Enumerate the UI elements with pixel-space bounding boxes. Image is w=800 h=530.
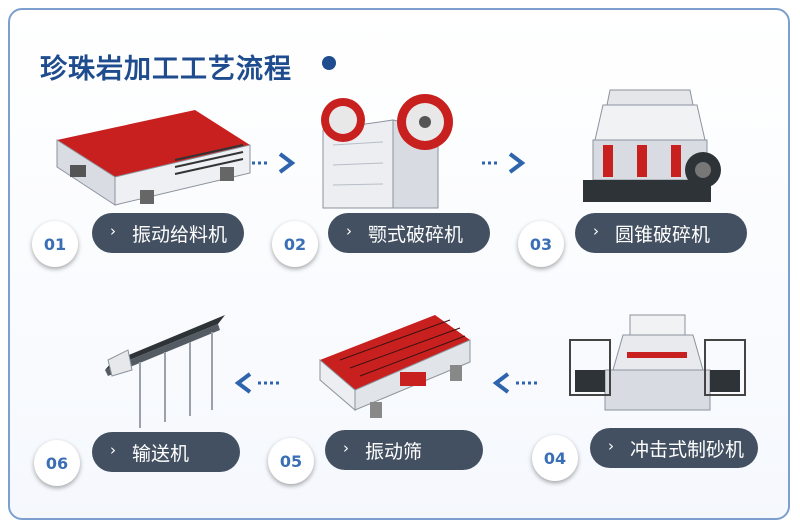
page-title: 珍珠岩加工工艺流程: [40, 54, 292, 85]
arrow-right-icon: [252, 152, 296, 174]
step-number: 01: [32, 221, 78, 267]
impact-sand-maker-icon: [569, 314, 746, 411]
step-label-text: 振动筛: [365, 440, 423, 463]
step-label-jaw-crusher: › 颚式破碎机: [328, 213, 490, 253]
step-label-text: 颚式破碎机: [368, 223, 464, 246]
step-label-text: 圆锥破碎机: [615, 223, 711, 246]
step-label-belt-conveyor: › 输送机: [92, 432, 240, 472]
cone-crusher-icon: [583, 89, 721, 202]
title-dot-icon: [322, 56, 336, 70]
chevron-right-icon: ›: [593, 222, 599, 240]
chevron-right-icon: ›: [608, 437, 614, 455]
step-number: 04: [532, 435, 578, 481]
step-label-text: 冲击式制砂机: [630, 438, 745, 461]
flowchart-frame: 珍珠岩加工工艺流程 01 › 振动给料机 02 › 颚式破碎机: [8, 8, 790, 520]
step-label-impact-sand-maker: › 冲击式制砂机: [590, 428, 758, 468]
step-label-text: 输送机: [132, 442, 190, 465]
step-number: 02: [272, 221, 318, 267]
vibrating-feeder-icon: [56, 110, 251, 206]
step-number: 05: [268, 438, 314, 484]
step-number: 06: [34, 440, 80, 486]
jaw-crusher-icon: [321, 94, 453, 209]
step-label-vibrating-feeder: › 振动给料机: [92, 213, 244, 253]
step-number: 03: [518, 221, 564, 267]
step-label-cone-crusher: › 圆锥破碎机: [575, 213, 747, 253]
step-label-vibrating-screen: › 振动筛: [325, 430, 483, 470]
chevron-right-icon: ›: [110, 222, 116, 240]
step-label-text: 振动给料机: [132, 223, 228, 246]
vibrating-screen-icon: [319, 315, 471, 418]
chevron-right-icon: ›: [346, 222, 352, 240]
arrow-right-icon: [482, 152, 526, 174]
arrow-left-icon: [492, 372, 540, 394]
arrow-left-icon: [234, 372, 282, 394]
chevron-right-icon: ›: [110, 441, 116, 459]
chevron-right-icon: ›: [343, 439, 349, 457]
belt-conveyor-icon: [105, 315, 225, 428]
